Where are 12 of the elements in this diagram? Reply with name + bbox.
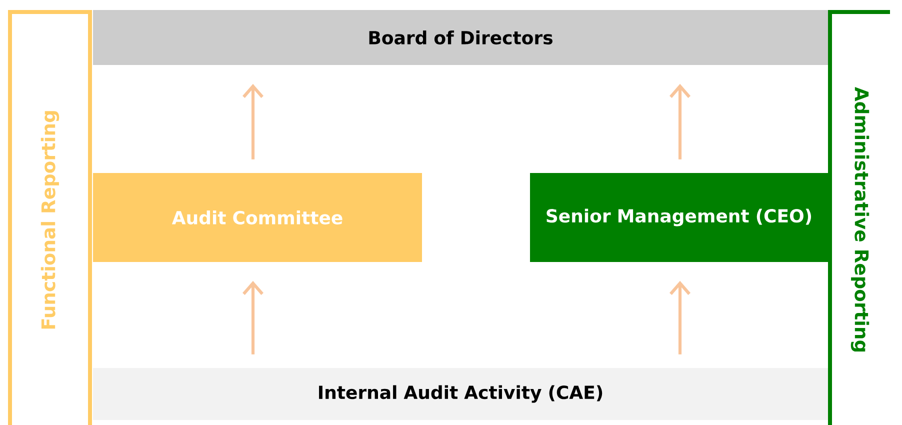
process-box: Internal Audit Activity (CAE) <box>93 368 828 420</box>
process-box: Board of Directors <box>93 10 828 65</box>
arrow <box>670 84 690 160</box>
node-label: Audit Committee <box>172 210 342 224</box>
arrow <box>670 280 690 354</box>
arrow <box>242 280 264 354</box>
band-label: Administrative Reporting <box>828 10 890 425</box>
node-label: Senior Management (CEO) <box>546 208 812 226</box>
arrow <box>242 84 264 160</box>
band-label: Functional Reporting <box>8 10 92 425</box>
process-box: Audit Committee <box>93 173 422 262</box>
process-box: Senior Management (CEO) <box>530 173 828 262</box>
